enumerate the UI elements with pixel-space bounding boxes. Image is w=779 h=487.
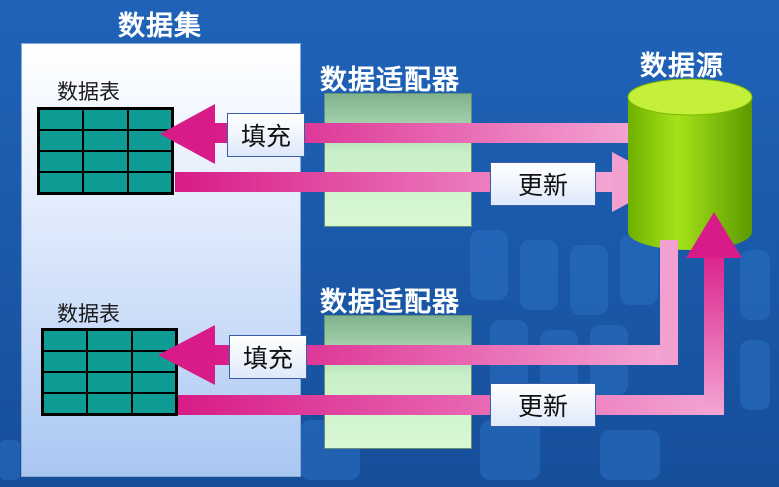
- data-adapter-box: [324, 315, 472, 449]
- fill-label: 填充: [229, 335, 307, 379]
- fill-label: 填充: [227, 113, 305, 157]
- datasource-cylinder-icon: [627, 78, 753, 250]
- update-label: 更新: [490, 383, 596, 427]
- fill-arrow: [160, 104, 640, 164]
- data-adapter-title: 数据适配器: [320, 287, 460, 318]
- data-table-grid: [37, 107, 174, 195]
- update-label: 更新: [490, 162, 596, 206]
- datasource-title: 数据源: [640, 51, 724, 82]
- data-adapter-box: [324, 93, 472, 227]
- data-table-label: 数据表: [57, 80, 120, 104]
- data-adapter-title: 数据适配器: [320, 65, 460, 96]
- fill-arrow: [158, 240, 678, 385]
- data-table-label: 数据表: [57, 302, 120, 326]
- data-table-grid: [41, 328, 178, 416]
- dataset-title: 数据集: [118, 11, 202, 42]
